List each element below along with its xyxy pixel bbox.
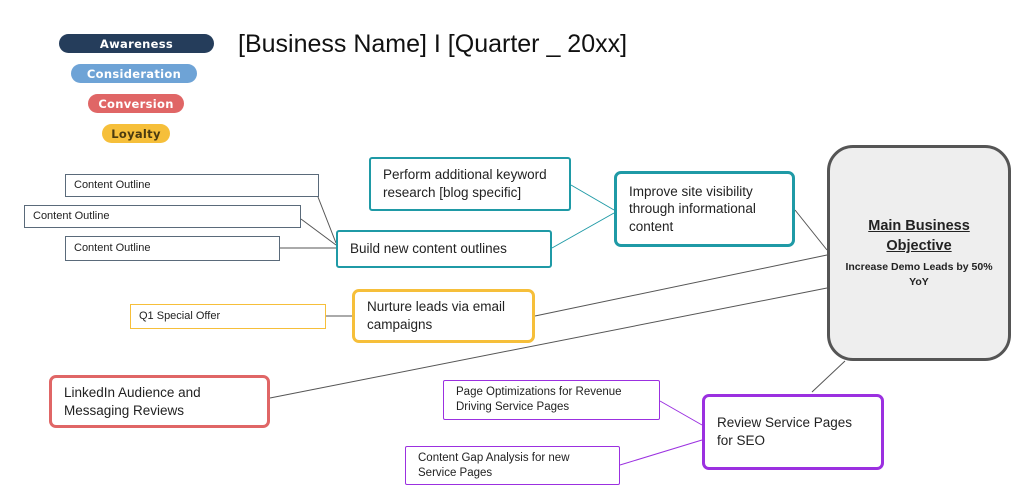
legend-awareness: Awareness bbox=[59, 34, 214, 53]
connector-pageopt-review bbox=[659, 400, 703, 426]
main-objective-subtitle: Increase Demo Leads by 50% YoY bbox=[845, 261, 993, 288]
legend-consideration: Consideration bbox=[71, 64, 197, 83]
page-optimizations-node: Page Optimizations for Revenue Driving S… bbox=[443, 380, 660, 420]
keyword-research-node: Perform additional keyword research [blo… bbox=[369, 157, 571, 211]
site-visibility-node: Improve site visibility through informat… bbox=[614, 171, 795, 247]
build-outlines-node: Build new content outlines bbox=[336, 230, 552, 268]
content-outline-2: Content Outline bbox=[24, 205, 301, 228]
legend-loyalty: Loyalty bbox=[102, 124, 170, 143]
connector-keyword-visibility bbox=[570, 184, 615, 211]
connector-linkedin-main bbox=[269, 287, 828, 399]
nurture-leads-node: Nurture leads via email campaigns bbox=[352, 289, 535, 343]
main-objective-node: Main Business Objective Increase Demo Le… bbox=[827, 145, 1011, 361]
connector-visibility-main bbox=[794, 209, 828, 251]
connector-build-visibility bbox=[551, 212, 615, 249]
content-outline-1: Content Outline bbox=[65, 174, 319, 197]
content-outline-3: Content Outline bbox=[65, 236, 280, 261]
connector-outline1-build bbox=[317, 196, 337, 244]
connector-review-main bbox=[811, 360, 846, 393]
connector-nurture-main bbox=[534, 254, 828, 317]
linkedin-node: LinkedIn Audience and Messaging Reviews bbox=[49, 375, 270, 428]
content-gap-node: Content Gap Analysis for new Service Pag… bbox=[405, 446, 620, 485]
page-title: [Business Name] I [Quarter _ 20xx] bbox=[238, 30, 628, 58]
connector-outline2-build bbox=[300, 218, 337, 246]
main-objective-title: Main Business Objective bbox=[868, 218, 970, 254]
legend-conversion: Conversion bbox=[88, 94, 184, 113]
q1-offer-node: Q1 Special Offer bbox=[130, 304, 326, 329]
connector-gap-review bbox=[619, 439, 703, 466]
review-service-node: Review Service Pages for SEO bbox=[702, 394, 884, 470]
